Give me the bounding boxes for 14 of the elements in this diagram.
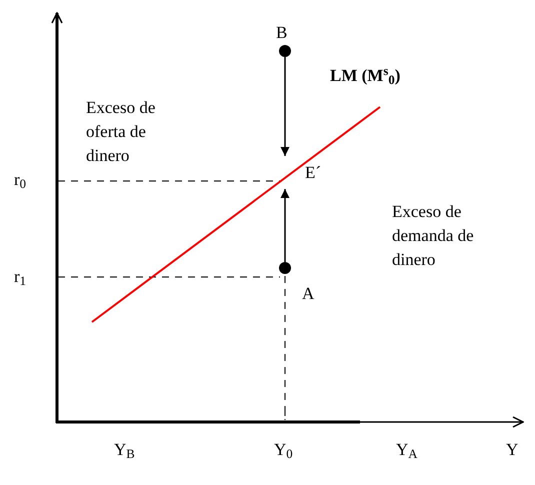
arrow (280, 57, 290, 156)
axis-tick-label: Y$_{B}$ (114, 439, 135, 462)
point-label: A (302, 283, 314, 304)
axis-tick-label: Y$_{A}$ (396, 439, 418, 462)
text-label: r$_{1}$ (14, 266, 26, 289)
text-label: Exceso de oferta de dinero (86, 97, 156, 167)
text-label: Exceso de demanda de dinero (392, 201, 475, 271)
arrow (280, 189, 290, 262)
point-label: B (276, 22, 288, 44)
axis-tick-label: Y (506, 439, 518, 461)
point-label: E´ (281, 156, 321, 189)
axis-tick-label: Y$_{0}$ (274, 439, 293, 462)
text-label: LM (M$^{s}$$_{0}$) (330, 64, 400, 88)
text-label: r$_{0}$ (14, 169, 26, 192)
